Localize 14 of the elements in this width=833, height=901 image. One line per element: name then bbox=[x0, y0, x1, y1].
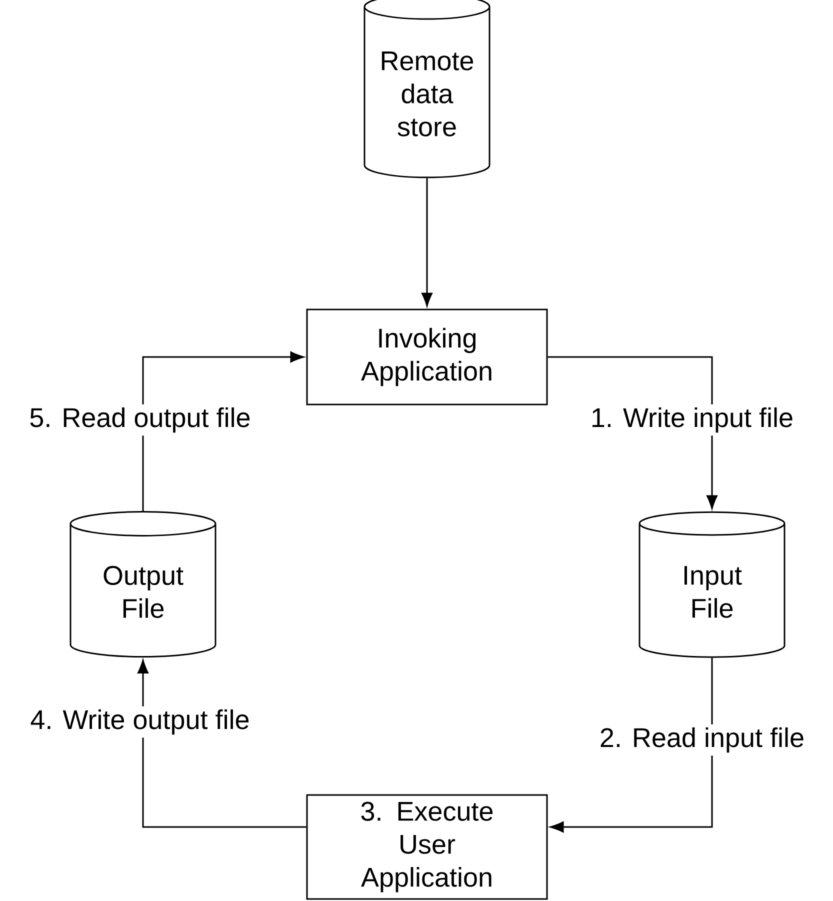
edge-label: 2. Read input file bbox=[596, 724, 808, 756]
process-box: Invoking Application bbox=[306, 308, 548, 406]
arrow bbox=[422, 178, 432, 306]
database-cylinder: Remote data store bbox=[364, 0, 490, 178]
edge-label: 4. Write output file bbox=[27, 706, 253, 738]
arrow bbox=[550, 658, 713, 832]
arrow bbox=[138, 660, 306, 828]
arrow bbox=[548, 356, 718, 509]
edge-label: 5. Read output file bbox=[26, 404, 254, 436]
file-cylinder: Input File bbox=[638, 511, 786, 658]
arrow bbox=[142, 352, 304, 511]
process-box: 3. Execute User Application bbox=[306, 794, 548, 900]
file-cylinder: Output File bbox=[70, 510, 216, 658]
edge-label: 1. Write input file bbox=[587, 404, 797, 436]
